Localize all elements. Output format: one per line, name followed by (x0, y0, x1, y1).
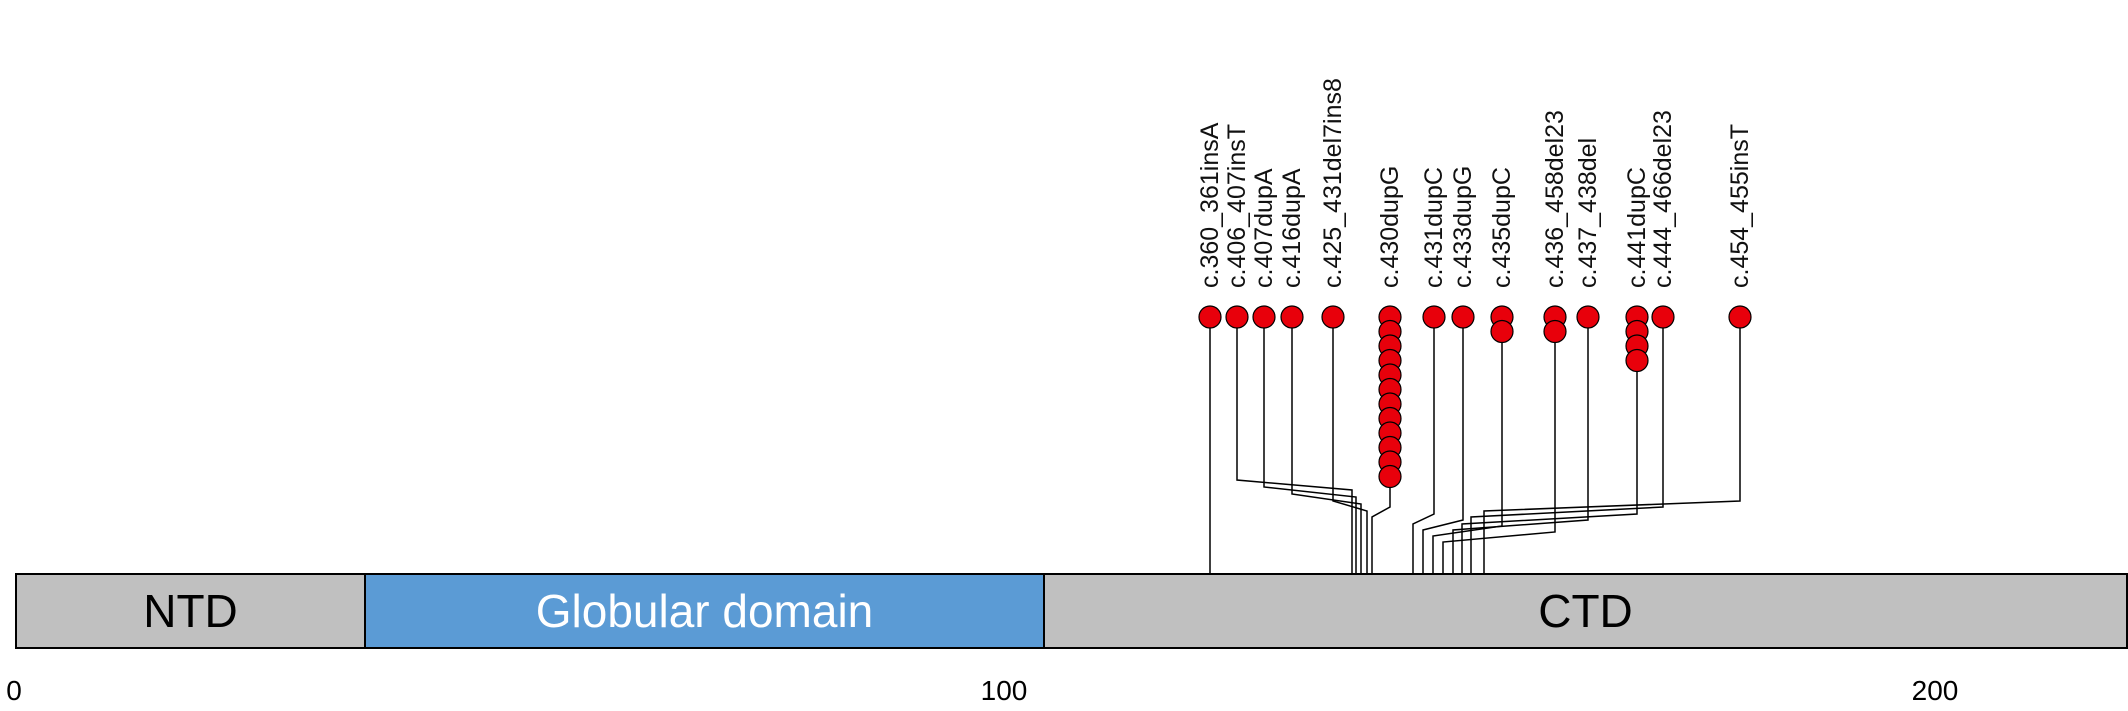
mutation-stem (1332, 317, 1368, 574)
marker-layer (1198, 305, 1752, 489)
mutation-marker (1451, 305, 1475, 329)
tick-label-100: 100 (981, 675, 1028, 706)
mutation-stem (1461, 317, 1638, 574)
mutation-marker (1543, 319, 1567, 344)
mutation-label: c.406_407insT (1223, 124, 1251, 288)
domain-label-ntd: NTD (143, 585, 238, 637)
mutation-label: c.416dupA (1278, 168, 1306, 288)
mutation-label: c.441dupC (1623, 167, 1651, 288)
mutation-marker (1252, 305, 1276, 329)
mutation-stem (1412, 317, 1435, 574)
mutation-stem (1291, 317, 1362, 574)
tick-label-0: 0 (6, 675, 22, 706)
mutation-marker (1625, 348, 1649, 373)
mutation-stem (1452, 317, 1589, 574)
mutation-stem (1483, 317, 1741, 574)
mutation-stem (1442, 317, 1556, 574)
mutation-marker (1378, 464, 1402, 489)
mutation-marker (1225, 305, 1249, 329)
mutation-label: c.436_458del23 (1541, 110, 1569, 288)
mutation-marker (1651, 305, 1675, 329)
mutation-marker (1490, 319, 1514, 344)
tick-label-200: 200 (1912, 675, 1959, 706)
mutation-label: c.444_466del23 (1649, 110, 1677, 288)
mutation-stem (1422, 317, 1464, 574)
mutation-marker (1422, 305, 1446, 329)
stem-layer (1209, 317, 1741, 574)
mutation-label: c.431dupC (1420, 167, 1448, 288)
mutation-label: c.433dupG (1449, 166, 1477, 288)
mutation-label: c.430dupG (1376, 166, 1404, 288)
mutation-stem (1236, 317, 1353, 574)
mutation-marker (1280, 305, 1304, 329)
domain-label-ctd: CTD (1538, 585, 1633, 637)
mutation-label: c.407dupA (1250, 168, 1278, 288)
mutation-marker (1198, 305, 1222, 329)
protein-bar: NTD Globular domain CTD (15, 573, 2128, 649)
mutation-label: c.360_361insA (1196, 122, 1224, 288)
mutation-marker (1321, 305, 1345, 329)
mutation-label: c.435dupC (1488, 167, 1516, 288)
mutation-marker (1728, 305, 1752, 329)
mutation-stem (1263, 317, 1357, 574)
mutation-label: c.437_438del (1574, 138, 1602, 288)
axis-ticks: 0 100 200 (6, 675, 1958, 706)
mutation-label: c.454_455insT (1726, 124, 1754, 288)
domain-ntd (15, 573, 366, 649)
domain-ctd (1043, 573, 2128, 649)
domain-label-globular: Globular domain (536, 585, 874, 637)
mutation-stem (1470, 317, 1664, 574)
mutation-stem (1432, 317, 1503, 574)
mutation-label: c.425_431del7ins8 (1319, 78, 1347, 288)
mutation-marker (1576, 305, 1600, 329)
